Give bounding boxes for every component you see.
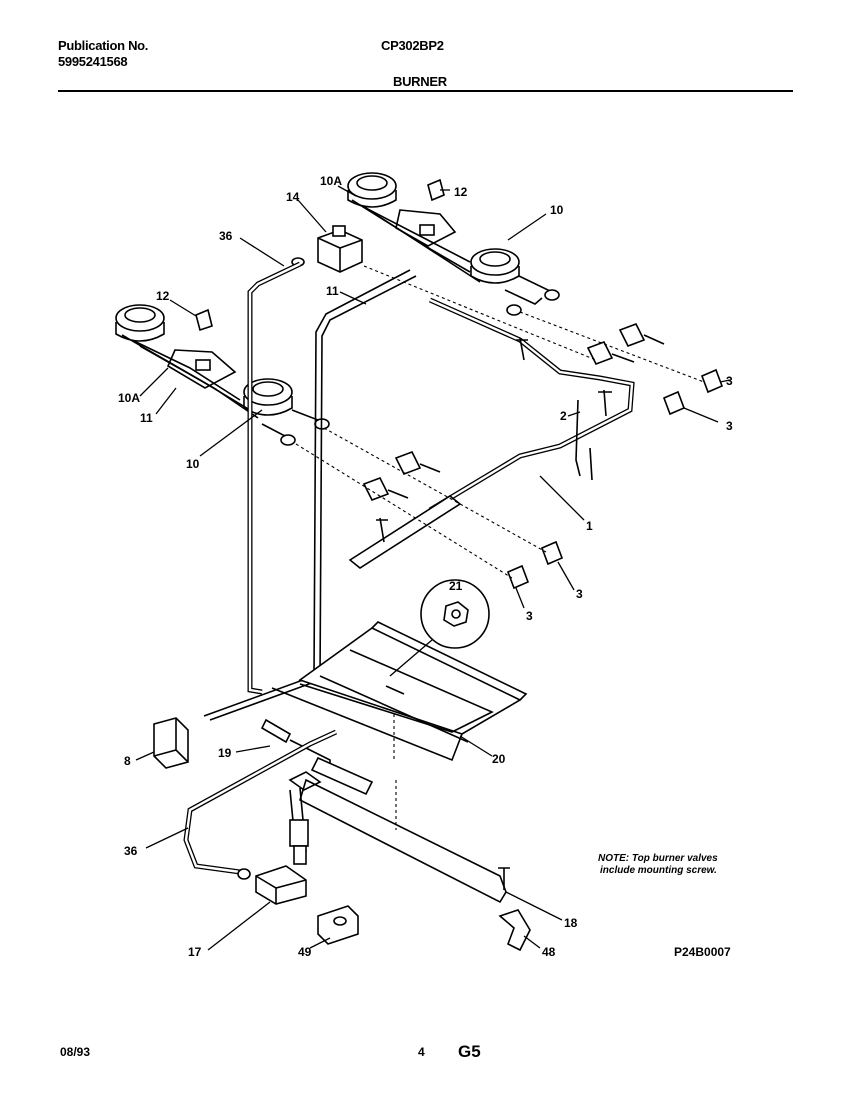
footer-code: G5: [458, 1042, 481, 1061]
manifold-pipe-1: [348, 297, 635, 569]
callout-18: 18: [564, 916, 578, 930]
note-line-2: include mounting screw.: [600, 865, 717, 876]
callout-2: 2: [560, 409, 567, 423]
callout-21: 21: [449, 579, 463, 593]
footer-page: 4: [418, 1045, 425, 1059]
bake-burner-assembly: [260, 718, 507, 904]
publication-label: Publication No.: [58, 38, 149, 53]
callout-10A-top: 10A: [320, 174, 342, 188]
callout-48: 48: [542, 945, 556, 959]
top-left-burner-assembly: [115, 304, 330, 446]
top-right-burner-assembly: [347, 172, 560, 316]
callout-1: 1: [586, 519, 593, 533]
diagram-code: P24B0007: [674, 945, 731, 959]
callout-3-d: 3: [526, 609, 533, 623]
callout-3-a: 3: [726, 374, 733, 388]
callout-36-bottom: 36: [124, 844, 138, 858]
callout-10-left: 10: [186, 457, 200, 471]
callout-17: 17: [188, 945, 202, 959]
detail-circle-21: [389, 579, 490, 677]
publication-number: 5995241568: [58, 54, 128, 69]
valve-regulator-14: [291, 225, 363, 273]
callout-12-left: 12: [156, 289, 170, 303]
callout-49: 49: [298, 945, 312, 959]
bracket-49: [317, 905, 359, 945]
callout-3-b: 3: [726, 419, 733, 433]
callout-19: 19: [218, 746, 232, 760]
callout-10A-left: 10A: [118, 391, 140, 405]
callout-36-top: 36: [219, 229, 233, 243]
callout-20: 20: [492, 752, 506, 766]
valve-17: [237, 865, 307, 905]
valve-knobs-3: [506, 368, 724, 590]
bracket-8: [153, 717, 189, 769]
model-number: CP302BP2: [381, 38, 444, 53]
callout-11-left: 11: [140, 411, 153, 425]
callout-3-c: 3: [576, 587, 583, 601]
callout-8: 8: [124, 754, 131, 768]
broil-baffle-20: [271, 621, 528, 762]
callout-14: 14: [286, 190, 300, 204]
bracket-48: [498, 867, 531, 952]
top-burner-valves: [362, 322, 665, 502]
callout-10-top: 10: [550, 203, 564, 217]
footer-date: 08/93: [60, 1045, 90, 1059]
section-title: BURNER: [393, 74, 447, 89]
note-line-1: NOTE: Top burner valves: [598, 853, 718, 864]
callout-11-top: 11: [326, 284, 339, 298]
header-rule: [58, 90, 793, 92]
callout-12-top: 12: [454, 185, 468, 199]
